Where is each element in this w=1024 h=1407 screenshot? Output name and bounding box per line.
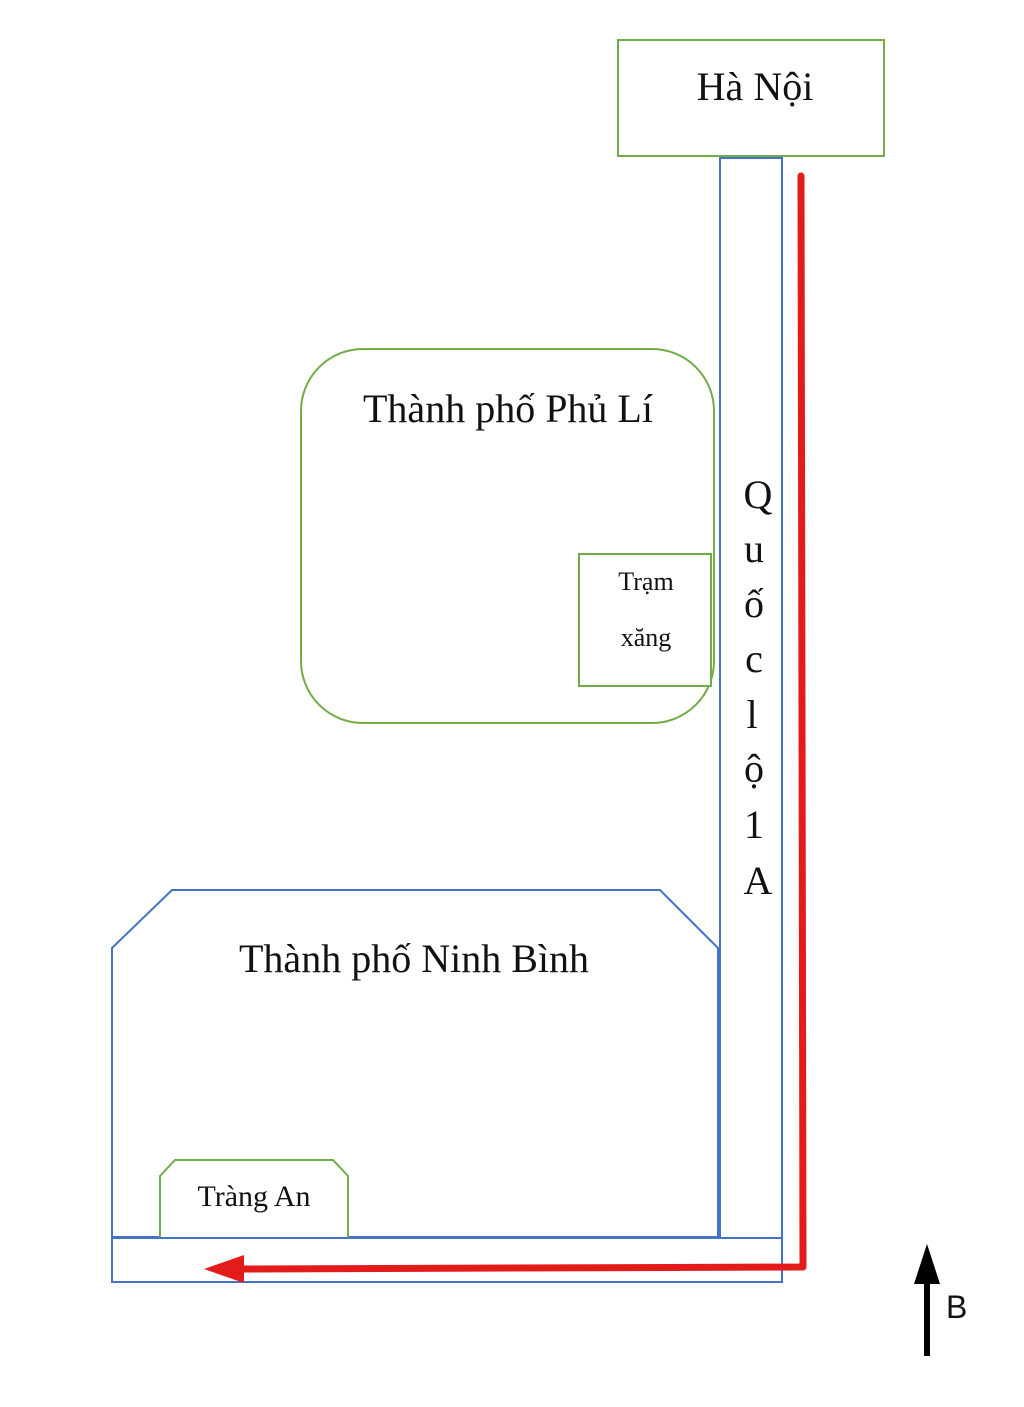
phu-li-label: Thành phố Phủ Lí bbox=[363, 386, 653, 431]
gas-station-box bbox=[578, 553, 712, 687]
ha-noi-node: Hà Nội bbox=[617, 39, 885, 157]
gas-station-label-line1: Trạm bbox=[618, 567, 673, 596]
north-label: B bbox=[946, 1289, 967, 1325]
highway-1a-char: u bbox=[744, 526, 764, 571]
ninh-binh-label: Thành phố Ninh Bình bbox=[239, 936, 589, 981]
north-arrow-head bbox=[914, 1244, 940, 1284]
highway-1a-label: Q u ố c l ộ 1 A bbox=[744, 472, 773, 903]
highway-1a-char: A bbox=[744, 858, 773, 903]
route-line bbox=[236, 172, 807, 1273]
route-path bbox=[204, 172, 807, 1283]
north-arrow: B bbox=[914, 1244, 967, 1356]
ninh-binh-city: Thành phố Ninh Bình bbox=[111, 889, 719, 1238]
ha-noi-box bbox=[617, 39, 885, 157]
highway-1a-char: 1 bbox=[744, 802, 764, 847]
highway-1a-char: l bbox=[746, 692, 757, 737]
route-arrowhead bbox=[204, 1255, 244, 1283]
trang-an-box bbox=[159, 1159, 349, 1237]
trang-an-node: Tràng An bbox=[159, 1159, 349, 1237]
highway-1a-char: c bbox=[745, 636, 763, 681]
highway-1a: Q u ố c l ộ 1 A bbox=[719, 157, 783, 1239]
gas-station: Trạm xăng bbox=[578, 553, 712, 687]
highway-1a-char: Q bbox=[744, 472, 773, 517]
highway-1a-char: ố bbox=[744, 581, 764, 626]
trang-an-label: Tràng An bbox=[197, 1180, 310, 1213]
horizontal-road bbox=[111, 1237, 783, 1283]
gas-station-label-line2: xăng bbox=[621, 623, 672, 652]
highway-1a-char: ộ bbox=[744, 746, 764, 791]
ha-noi-label: Hà Nội bbox=[697, 64, 814, 109]
